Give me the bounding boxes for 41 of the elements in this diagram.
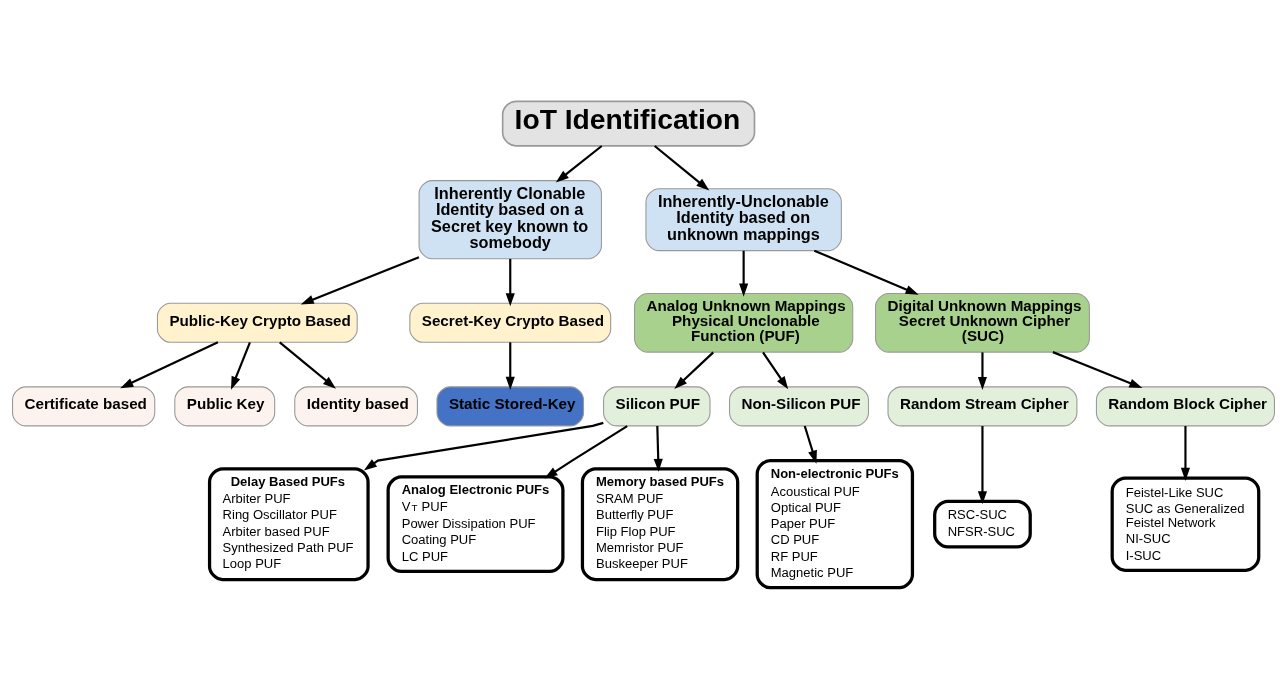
arrow — [120, 341, 219, 389]
node-box: Delay Based PUFs Arbiter PUF Ring Oscillator PUF Arbiter based PUF Synthesized Path PUF Loop PUF — [207, 467, 370, 582]
node-box: Identity based — [294, 386, 418, 427]
node-box: Secret-Key Crypto Based — [409, 302, 612, 343]
arrow — [279, 341, 336, 389]
arrow — [363, 421, 604, 471]
arrow — [300, 256, 420, 305]
node-box: Static Stored-Key — [436, 386, 585, 427]
node-box: Public Key — [174, 386, 276, 427]
node-box: Memory based PUFs SRAM PUF Butterfly PUF Flip Flop PUF Memristor PUF Buskeeper PUF — [580, 467, 740, 582]
arrow — [1052, 351, 1143, 388]
node-box: Random Stream Cipher — [887, 386, 1078, 427]
node-box: Inherently Clonable Identity based on a Secret key known to somebody — [418, 180, 602, 260]
node-box: Non-electronic PUFs Acoustical PUF Optical PUF Paper PUF CD PUF RF PUF Magnetic PUF — [755, 459, 915, 590]
arrow — [977, 352, 988, 390]
node-box: Digital Unknown Mappings Secret Unknown Cipher (SUC) — [875, 292, 1090, 353]
arrow — [674, 351, 714, 389]
node-box: Inherently-Unclonable Identity based on unknown mappings — [645, 188, 842, 252]
arrow — [813, 249, 919, 295]
arrow — [505, 342, 515, 390]
node-box: RSC-SUC NFSR-SUC — [933, 499, 1032, 549]
node-box: Analog Unknown Mappings Physical Unclonable Function (PUF) — [634, 292, 854, 353]
node-box: Certificate based — [12, 386, 156, 427]
arrow — [654, 145, 710, 191]
node-box: Public-Key Crypto Based — [156, 302, 358, 343]
node-box: Non-Silicon PUF — [729, 386, 870, 427]
arrow — [803, 425, 817, 464]
arrow — [1180, 426, 1190, 481]
arrow — [505, 258, 515, 307]
arrow — [739, 250, 749, 297]
node-box: Analog Electronic PUFs VT PUF Power Dissipation PUF Coating PUF LC PUF — [386, 475, 565, 573]
arrow — [544, 425, 628, 479]
node-box: Silicon PUF — [603, 386, 711, 427]
arrow — [762, 351, 789, 390]
node-box: Feistel-Like SUC SUC as Generalized Feistel Network NI-SUC I-SUC — [1110, 476, 1261, 572]
arrow — [231, 341, 251, 390]
arrow — [555, 145, 603, 183]
arrow — [977, 426, 988, 505]
node-box: IoT Identification — [501, 100, 756, 147]
arrow — [653, 426, 663, 472]
node-box: Random Block Cipher — [1095, 386, 1275, 427]
